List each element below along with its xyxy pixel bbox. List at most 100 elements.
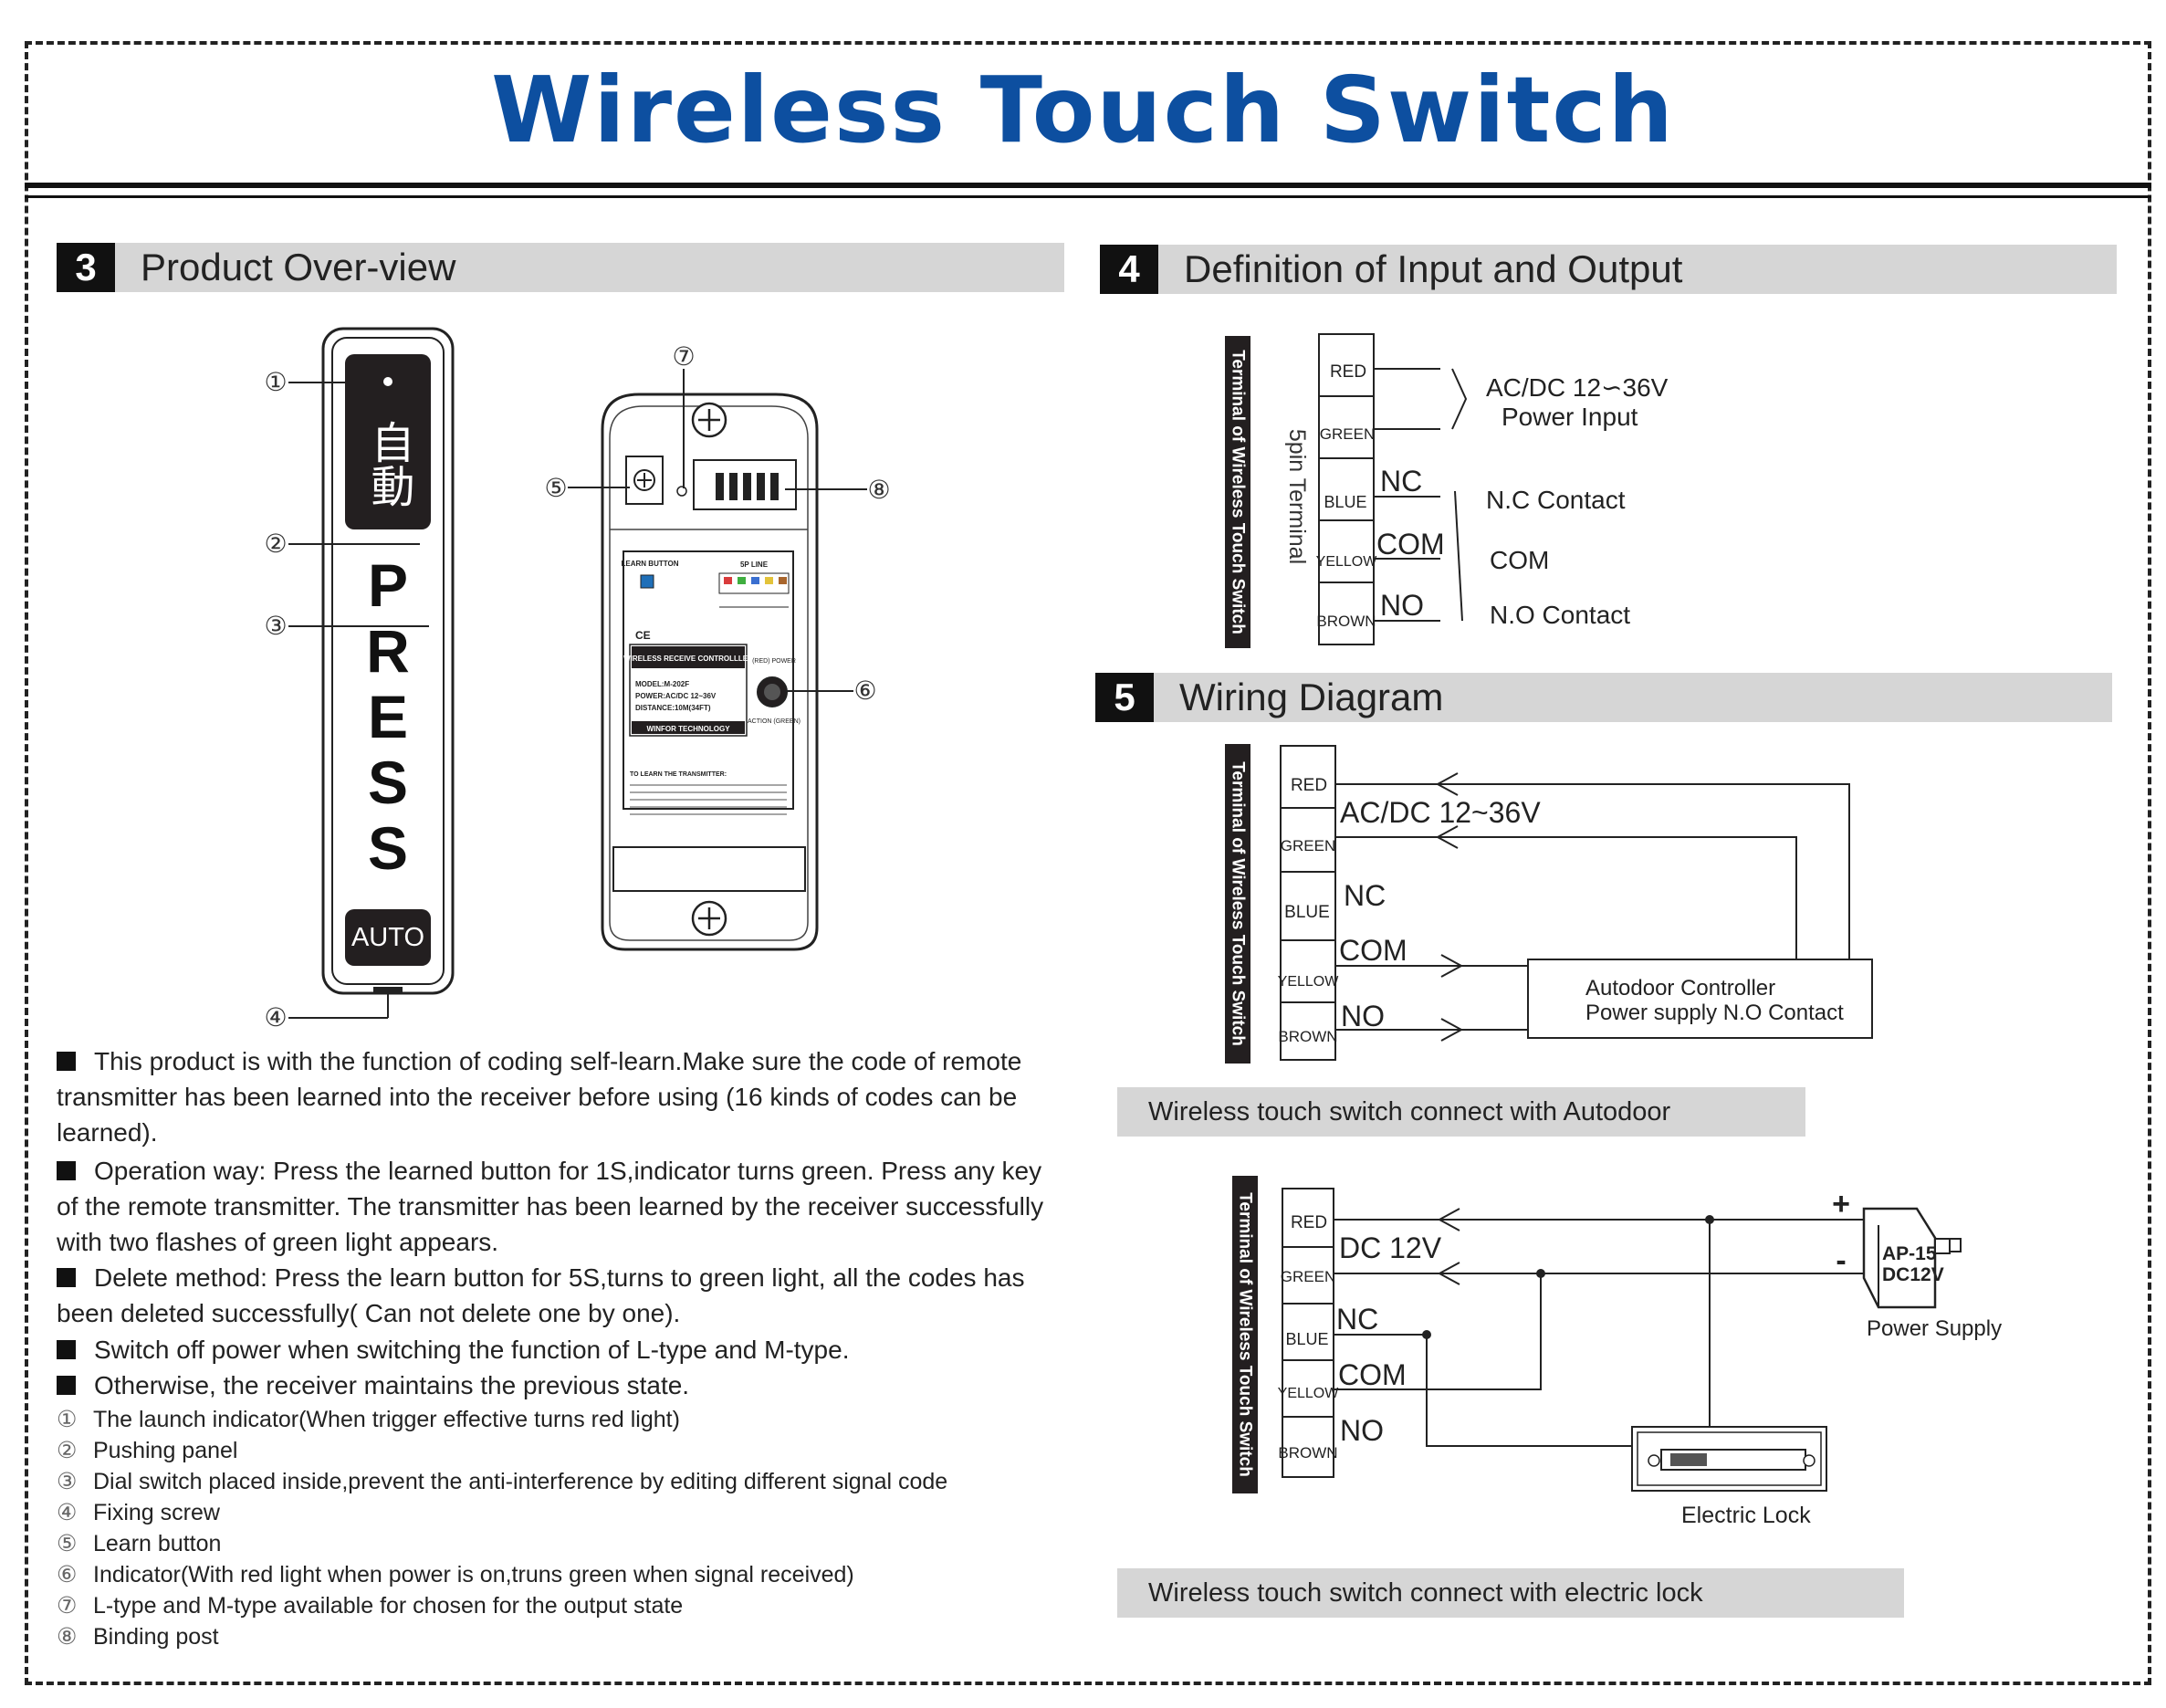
action-green-text: ACTION (GREEN) bbox=[748, 718, 800, 725]
io-group-nc-contact: N.C Contact bbox=[1486, 486, 1626, 514]
callout-4: ④ bbox=[264, 1003, 287, 1032]
section-4-number: 4 bbox=[1100, 245, 1158, 294]
callout-3: ③ bbox=[264, 612, 287, 640]
bullet-square-icon bbox=[57, 1340, 76, 1359]
bullet-square-icon bbox=[57, 1052, 76, 1071]
red-power-text: (RED) POWER bbox=[752, 658, 796, 665]
launch-indicator-dot bbox=[383, 377, 392, 386]
autodoor-terminal-block bbox=[1280, 745, 1336, 1061]
section-3-header: 3 Product Over-view bbox=[57, 243, 1064, 292]
electric-lock-label: Electric Lock bbox=[1681, 1503, 1811, 1528]
io-group-acdc: AC/DC 12∽36V bbox=[1486, 373, 1669, 402]
wiring-lock-diagram: Terminal of Wireless Touch Switch RED GR… bbox=[1232, 1176, 2002, 1528]
press-letter-s1: S bbox=[368, 749, 408, 816]
lock-terminal-green: GREEN bbox=[1281, 1268, 1335, 1285]
autodoor-com-label: COM bbox=[1339, 934, 1407, 967]
ce-mark: CE bbox=[635, 629, 651, 642]
lock-nc-label: NC bbox=[1336, 1303, 1378, 1336]
learn-button-text: LEARN BUTTON bbox=[622, 560, 679, 568]
overview-note-5: Otherwise, the receiver maintains the pr… bbox=[57, 1367, 1052, 1403]
lock-caption: Wireless touch switch connect with elect… bbox=[1117, 1568, 1904, 1618]
callout-2: ② bbox=[264, 529, 287, 558]
callout-1: ① bbox=[264, 368, 287, 396]
receiver-bottom-slot bbox=[612, 846, 806, 892]
receiver-power: POWER:AC/DC 12~36V bbox=[635, 692, 717, 700]
mode-switch-dot bbox=[676, 486, 687, 497]
press-letter-s2: S bbox=[368, 814, 408, 882]
autodoor-terminal-brown: BROWN bbox=[1278, 1028, 1337, 1045]
receiver-company: WINFOR TECHNOLOGY bbox=[646, 725, 730, 733]
autodoor-vertical-label: Terminal of Wireless Touch Switch bbox=[1229, 761, 1248, 1046]
io-terminal-red: RED bbox=[1330, 362, 1366, 382]
lock-vertical-label: Terminal of Wireless Touch Switch bbox=[1236, 1192, 1255, 1477]
title-rule-thin bbox=[25, 195, 2151, 198]
autodoor-terminal-green: GREEN bbox=[1281, 837, 1335, 854]
touch-switch-drawing: 自動 P R E S S AUTO ① ② ③ ④ bbox=[264, 327, 455, 1032]
io-group-power-input: Power Input bbox=[1502, 403, 1638, 431]
overview-note-3: Delete method: Press the learn button fo… bbox=[57, 1263, 1025, 1327]
section-4-title: Definition of Input and Output bbox=[1184, 247, 1683, 290]
autodoor-terminal-blue: BLUE bbox=[1284, 903, 1330, 922]
lock-dc-label: DC 12V bbox=[1339, 1231, 1442, 1264]
section-3-title: Product Over-view bbox=[141, 246, 456, 288]
autodoor-nc-label: NC bbox=[1344, 879, 1386, 912]
press-letter-r: R bbox=[366, 617, 410, 685]
lock-terminal-yellow: YELLOW bbox=[1278, 1386, 1340, 1401]
lock-no-label: NO bbox=[1340, 1414, 1384, 1447]
autodoor-caption: Wireless touch switch connect with Autod… bbox=[1117, 1087, 1805, 1137]
io-com-label: COM bbox=[1376, 528, 1445, 561]
title-rule bbox=[25, 183, 2151, 188]
auto-label: AUTO bbox=[351, 923, 424, 952]
receiver-distance: DISTANCE:10M(34FT) bbox=[635, 704, 711, 712]
callout-6: ⑥ bbox=[853, 676, 876, 705]
switch-top-panel bbox=[345, 354, 431, 529]
press-letter-e: E bbox=[368, 683, 408, 750]
section-4-header: 4 Definition of Input and Output bbox=[1100, 245, 2117, 294]
press-letter-p: P bbox=[368, 551, 408, 619]
lock-terminal-brown: BROWN bbox=[1278, 1444, 1337, 1462]
section-5-number: 5 bbox=[1095, 673, 1154, 722]
io-group-no-contact: N.O Contact bbox=[1490, 601, 1630, 629]
io-terminal-yellow: YELLOW bbox=[1316, 554, 1378, 570]
five-p-line-text: 5P LINE bbox=[740, 561, 769, 569]
autodoor-terminal-red: RED bbox=[1291, 776, 1327, 795]
io-definition-diagram: Terminal of Wireless Touch Switch 5pin T… bbox=[1225, 333, 1669, 648]
fixing-screw-slot bbox=[373, 987, 403, 994]
learn-instructions-title: TO LEARN THE TRANSMITTER: bbox=[630, 771, 727, 778]
lock-terminal-blue: BLUE bbox=[1285, 1330, 1328, 1348]
wiring-autodoor-diagram: Terminal of Wireless Touch Switch RED GR… bbox=[1225, 744, 1873, 1064]
lock-terminal-red: RED bbox=[1291, 1213, 1327, 1232]
section-5-header: 5 Wiring Diagram bbox=[1095, 673, 2112, 722]
power-adapter bbox=[1862, 1207, 1937, 1309]
autodoor-controller-line2: Power supply N.O Contact bbox=[1585, 1001, 1844, 1025]
callout-5: ⑤ bbox=[544, 474, 567, 502]
autodoor-acdc-label: AC/DC 12~36V bbox=[1340, 796, 1541, 829]
minus-sign: - bbox=[1836, 1243, 1846, 1278]
power-brace bbox=[1451, 368, 1468, 430]
overview-note-1: This product is with the function of cod… bbox=[57, 1047, 1022, 1147]
autodoor-no-label: NO bbox=[1341, 1000, 1385, 1032]
lock-com-label: COM bbox=[1338, 1358, 1407, 1391]
callout-8: ⑧ bbox=[867, 476, 890, 504]
overview-note-2: Operation way: Press the learned button … bbox=[57, 1157, 1044, 1256]
bullet-square-icon bbox=[57, 1268, 76, 1287]
switch-bottom-panel bbox=[345, 909, 431, 966]
plus-sign: + bbox=[1832, 1187, 1850, 1221]
io-terminal-blue: BLUE bbox=[1324, 493, 1366, 511]
autodoor-controller-line1: Autodoor Controller bbox=[1585, 976, 1775, 1001]
autodoor-controller-box bbox=[1527, 959, 1873, 1039]
section-5-title: Wiring Diagram bbox=[1179, 676, 1444, 718]
receiver-box-title: WIRELESS RECEIVE CONTROLLLER bbox=[623, 655, 753, 663]
io-terminal-green: GREEN bbox=[1320, 425, 1375, 443]
overview-note-4: Switch off power when switching the func… bbox=[57, 1332, 1052, 1367]
io-terminal-brown: BROWN bbox=[1316, 613, 1376, 630]
